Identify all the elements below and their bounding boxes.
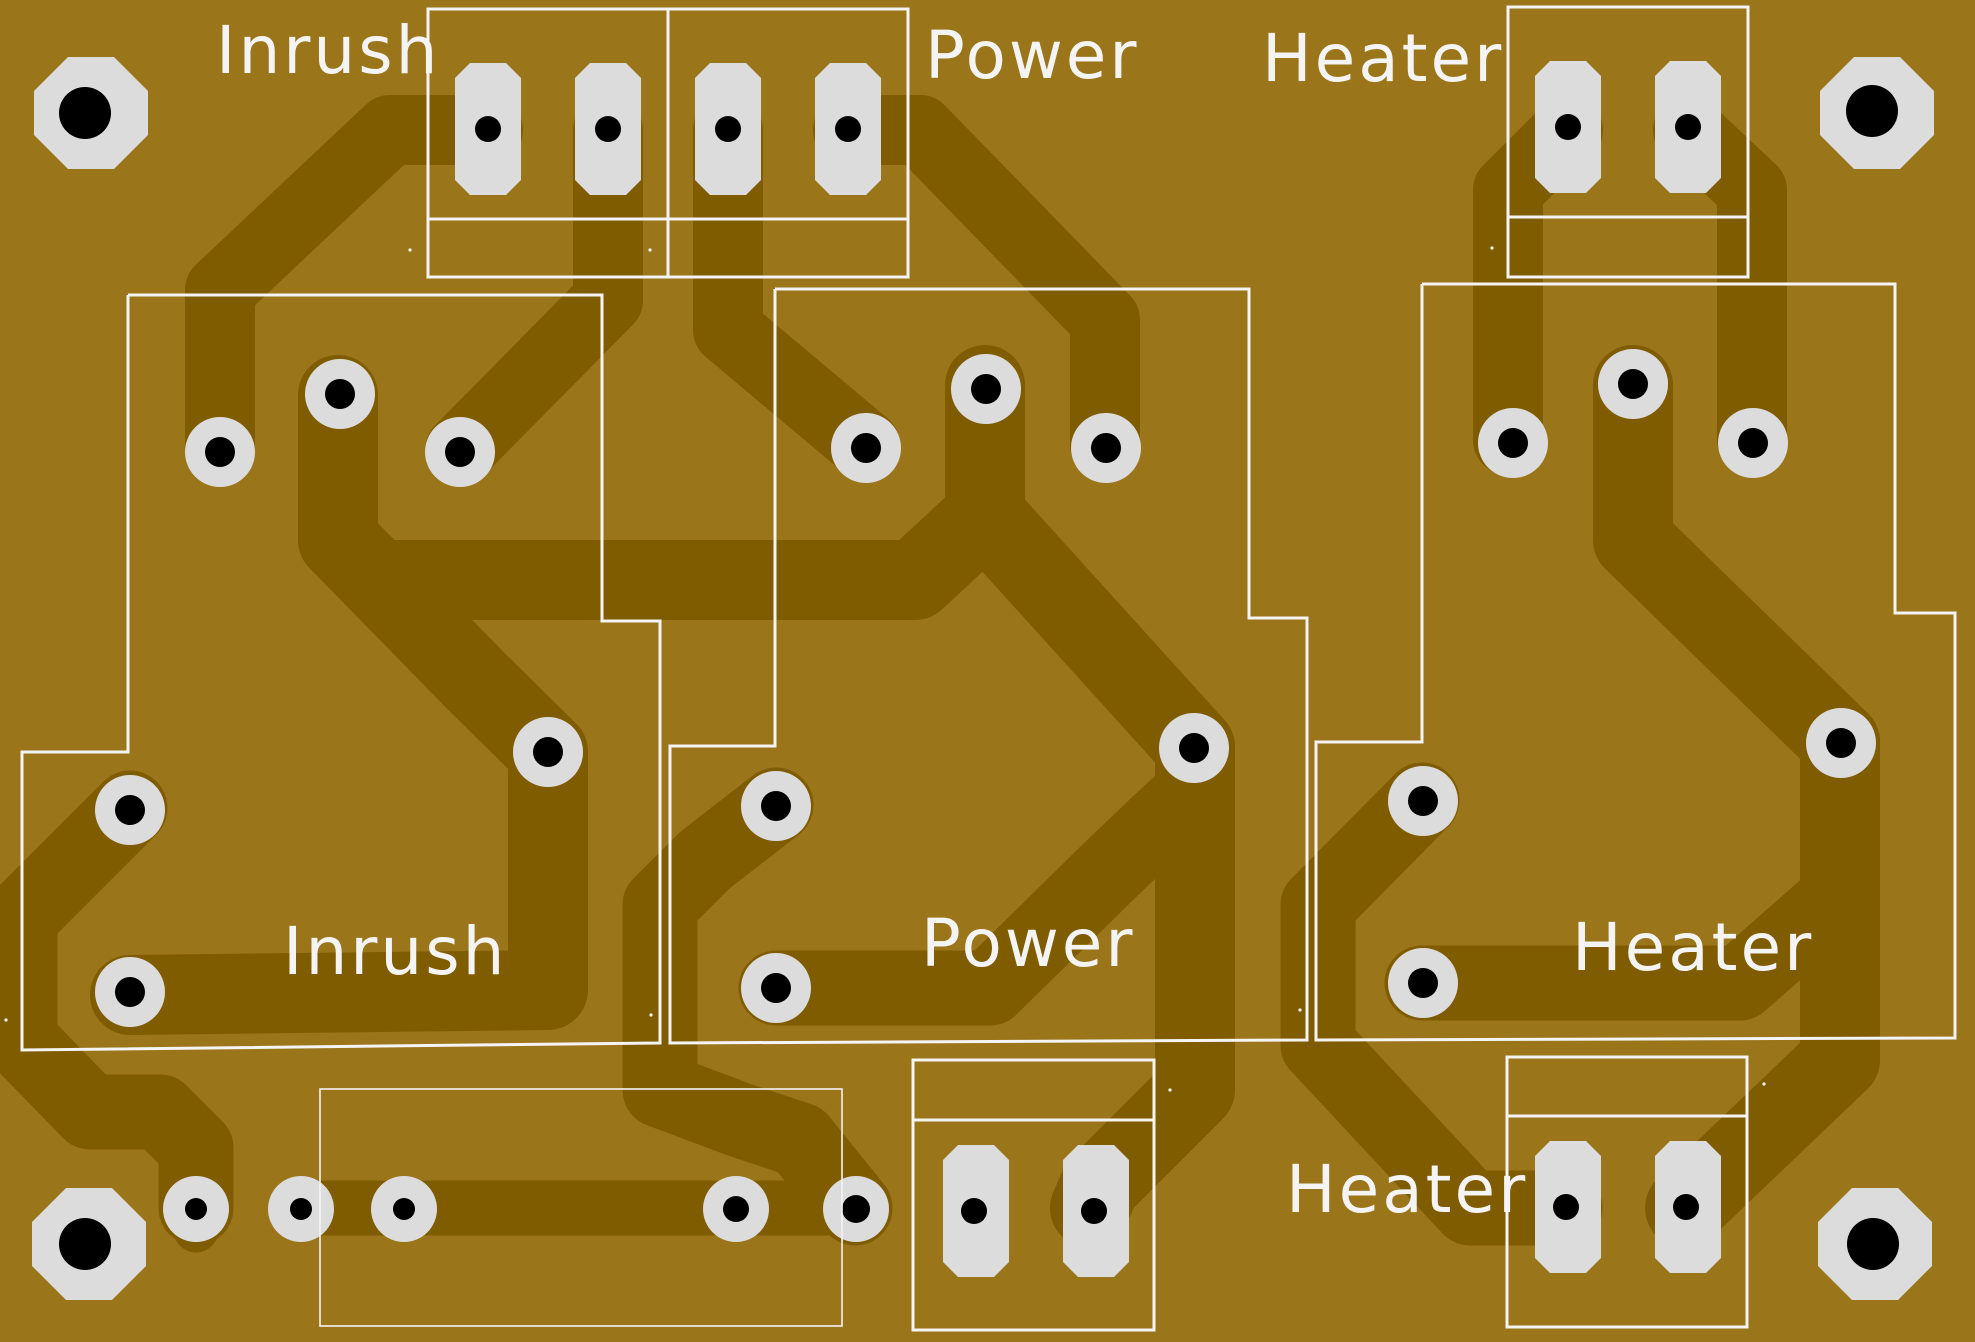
terminal-pad-power-bottom-1 (943, 1145, 1009, 1277)
pad-bottom-3 (371, 1176, 437, 1242)
label-top-inrush: Inrush (216, 12, 440, 89)
mounting-hole-top-left (34, 57, 148, 169)
pad-heater-3 (1718, 408, 1788, 478)
pad-heater-1 (1478, 408, 1548, 478)
mounting-hole-bottom-left (32, 1188, 146, 1300)
pad-bottom-1 (163, 1176, 229, 1242)
label-relay-power: Power (921, 905, 1136, 982)
terminal-pad-heater-bottom-1 (1535, 1141, 1601, 1273)
pad-power-4 (1159, 713, 1229, 783)
terminal-pad-power-2 (815, 63, 881, 195)
terminal-pad-heater-top-1 (1535, 61, 1601, 193)
label-top-power: Power (925, 17, 1140, 94)
pad-inrush-4 (513, 717, 583, 787)
outline-terminal-heater-bottom (1505, 1055, 1749, 1329)
outline-bottom-component (319, 1088, 843, 1327)
outline-terminal-heater-top (1506, 5, 1750, 279)
terminal-pad-inrush-2 (575, 63, 641, 195)
terminal-pads (455, 61, 1721, 1277)
terminal-pad-power-bottom-2 (1063, 1145, 1129, 1277)
label-relay-heater: Heater (1572, 909, 1814, 986)
label-top-heater: Heater (1262, 20, 1504, 97)
silkscreen-outlines (20, 5, 1957, 1332)
pad-heater-5 (1388, 766, 1458, 836)
pad-power-6 (741, 953, 811, 1023)
outline-relay-power (668, 287, 1309, 1045)
pad-inrush-3 (425, 417, 495, 487)
pad-power-5 (741, 771, 811, 841)
pad-bottom-2 (268, 1176, 334, 1242)
terminal-pad-inrush-1 (455, 63, 521, 195)
pad-power-1 (831, 413, 901, 483)
mounting-hole-bottom-right (1818, 1188, 1932, 1300)
outline-terminal-power (666, 7, 910, 279)
pad-heater-2 (1598, 349, 1668, 419)
terminal-pad-heater-top-2 (1655, 61, 1721, 193)
outline-terminal-power-bottom (911, 1058, 1156, 1332)
pad-inrush-2 (305, 359, 375, 429)
outline-relay-inrush (20, 293, 662, 1052)
pad-inrush-5 (95, 775, 165, 845)
through-hole-pads (95, 349, 1876, 1242)
silkscreen-labels: Inrush Power Heater Inrush Power Heater … (216, 12, 1814, 1228)
terminal-pad-power-1 (695, 63, 761, 195)
pad-inrush-6 (95, 957, 165, 1027)
label-bottom-heater: Heater (1286, 1151, 1528, 1228)
mounting-holes (32, 57, 1934, 1300)
fiducial-dots (4, 246, 1766, 1092)
terminal-pad-heater-bottom-2 (1655, 1141, 1721, 1273)
pad-bottom-5 (823, 1176, 889, 1242)
outline-relay-heater (1314, 282, 1957, 1042)
pad-bottom-4 (703, 1176, 769, 1242)
pad-power-2 (951, 354, 1021, 424)
label-relay-inrush: Inrush (283, 913, 507, 990)
mounting-hole-top-right (1820, 57, 1934, 169)
pad-inrush-1 (185, 417, 255, 487)
pad-power-3 (1071, 413, 1141, 483)
pad-heater-6 (1388, 948, 1458, 1018)
pad-heater-4 (1806, 708, 1876, 778)
